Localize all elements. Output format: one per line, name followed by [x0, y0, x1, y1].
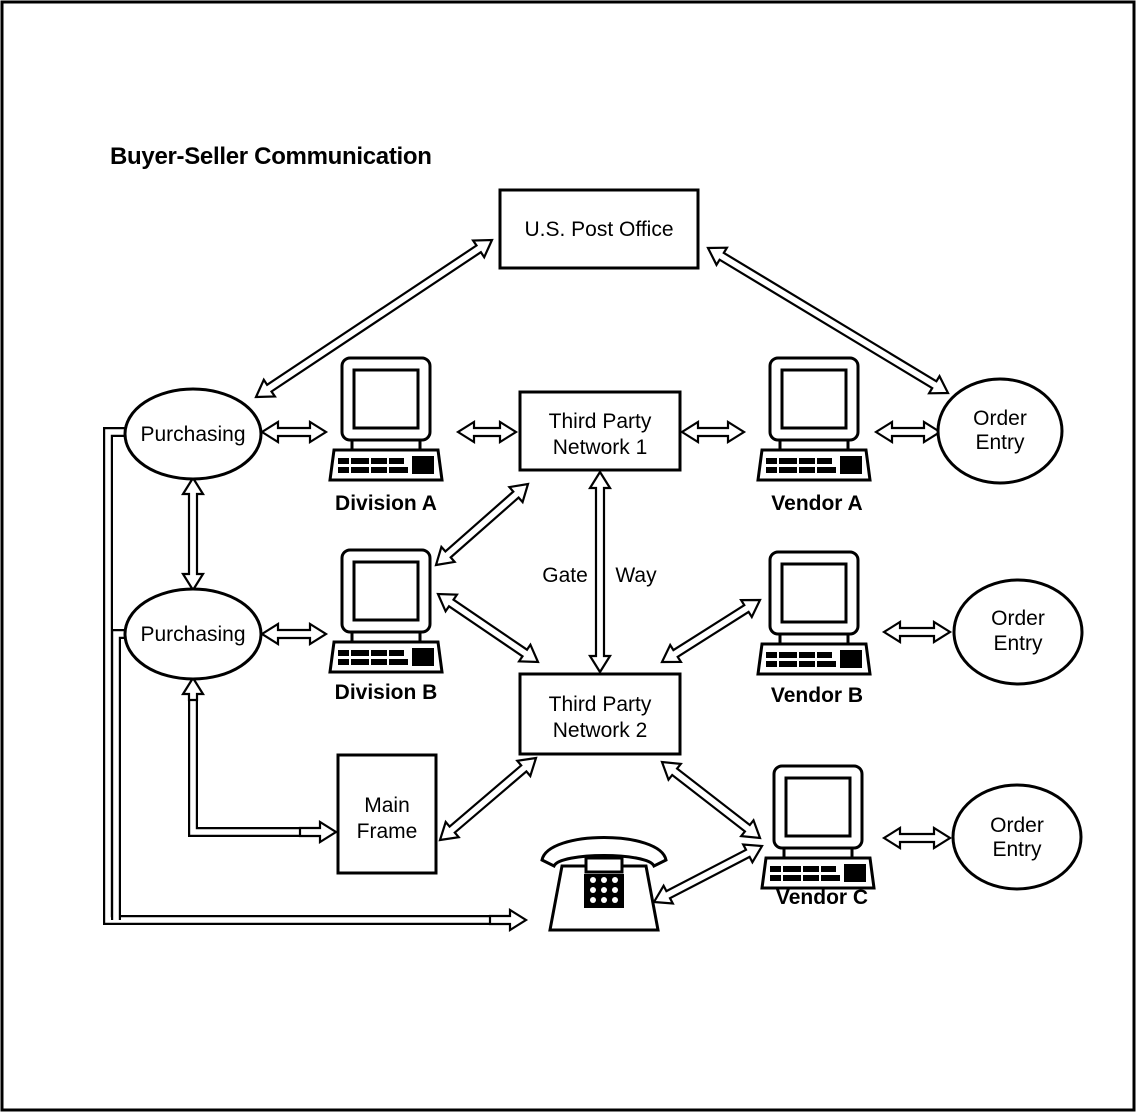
main-frame-line2: Frame — [357, 820, 418, 843]
arrow-vendorb-orderentry — [884, 622, 950, 642]
order-entry-2: Order Entry — [954, 580, 1082, 684]
arrow-tpn2-mainframe — [440, 758, 536, 840]
tpn1-label-line2: Network 1 — [553, 436, 648, 459]
computer-icon — [758, 358, 870, 480]
order-entry-1-line1: Order — [973, 407, 1027, 430]
arrow-divisionb-tpn2 — [438, 594, 538, 662]
purchasing-2: Purchasing — [125, 589, 261, 679]
purchasing2-to-phone-connector — [116, 634, 128, 920]
arrow-purchasing-divisionb — [262, 624, 326, 644]
purchasing-1: Purchasing — [125, 389, 261, 479]
computer-icon — [330, 550, 442, 672]
division-a-label: Division A — [335, 492, 437, 515]
arrow-purchasing-purchasing — [183, 478, 203, 590]
order-entry-1-line2: Entry — [975, 431, 1025, 454]
vendor-b-label: Vendor B — [771, 684, 863, 707]
order-entry-2-line2: Entry — [993, 632, 1043, 655]
arrow-purchasing-divisiona — [262, 422, 326, 442]
computer-icon — [758, 552, 870, 674]
order-entry-2-line1: Order — [991, 607, 1045, 630]
arrow-phone-vendorc — [654, 845, 762, 904]
vendor-c-label: Vendor C — [776, 886, 868, 909]
arrow-vendora-orderentry — [876, 422, 940, 442]
arrow-gateway — [590, 472, 610, 672]
vendor-a-label: Vendor A — [771, 492, 862, 515]
order-entry-1: Order Entry — [938, 379, 1062, 483]
computer-icon — [330, 358, 442, 480]
gateway-left-label: Gate — [542, 564, 588, 587]
post-office-label: U.S. Post Office — [525, 218, 674, 241]
order-entry-3-line1: Order — [990, 814, 1044, 837]
arrow-divisiona-tpn1 — [458, 422, 516, 442]
order-entry-3-line2: Entry — [992, 838, 1042, 861]
arrow-tpn2-vendorb — [662, 600, 760, 662]
mainframe-arrowhead — [300, 822, 336, 842]
third-party-network-1: Third Party Network 1 — [520, 392, 680, 470]
tpn2-label-line1: Third Party — [549, 693, 652, 716]
arrow-vendorc-orderentry — [884, 828, 950, 848]
gateway-right-label: Way — [615, 564, 657, 587]
arrow-divisionb-tpn1 — [436, 484, 528, 565]
computer-icon — [762, 766, 874, 888]
division-b-label: Division B — [335, 681, 438, 704]
purchasing-2-label: Purchasing — [140, 623, 245, 646]
arrow-tpn1-vendora — [682, 422, 744, 442]
tpn2-label-line2: Network 2 — [553, 719, 648, 742]
phone-arrowhead — [490, 910, 526, 930]
purchasing-1-label: Purchasing — [140, 423, 245, 446]
telephone-icon — [542, 838, 666, 931]
purchasing2-to-mainframe-connector — [193, 688, 322, 832]
tpn1-label-line1: Third Party — [549, 410, 652, 433]
post-office-box: U.S. Post Office — [500, 190, 698, 268]
main-frame-line1: Main — [364, 794, 410, 817]
purchasing2-up-arrowhead — [183, 678, 203, 700]
third-party-network-2: Third Party Network 2 — [520, 674, 680, 754]
arrow-tpn2-vendorc — [662, 762, 760, 838]
main-frame-box: Main Frame — [338, 755, 436, 873]
order-entry-3: Order Entry — [953, 785, 1081, 889]
